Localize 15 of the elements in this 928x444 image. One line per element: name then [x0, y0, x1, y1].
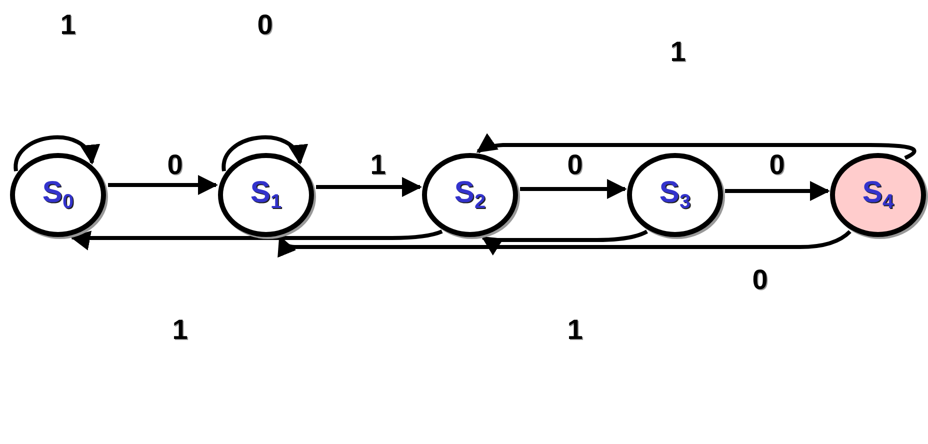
state-label: S$_{4}$ — [862, 176, 894, 214]
transition-arrow — [278, 230, 852, 258]
transition-arrow — [725, 181, 830, 201]
state-label: S$_{1}$ — [250, 176, 282, 214]
state-label: S$_{3}$ — [659, 176, 691, 214]
transition-arrow — [316, 177, 422, 197]
state-label: S$_{2}$ — [454, 176, 486, 214]
transition-arrow — [476, 133, 916, 160]
transition-arrow — [222, 135, 305, 172]
transition-arrow — [14, 135, 97, 172]
state-label: S$_{0}$ — [42, 176, 74, 214]
transition-arrow — [70, 230, 443, 250]
transition-arrow — [481, 230, 648, 256]
transition-arrow — [520, 179, 627, 199]
transition-arrow — [108, 175, 218, 195]
